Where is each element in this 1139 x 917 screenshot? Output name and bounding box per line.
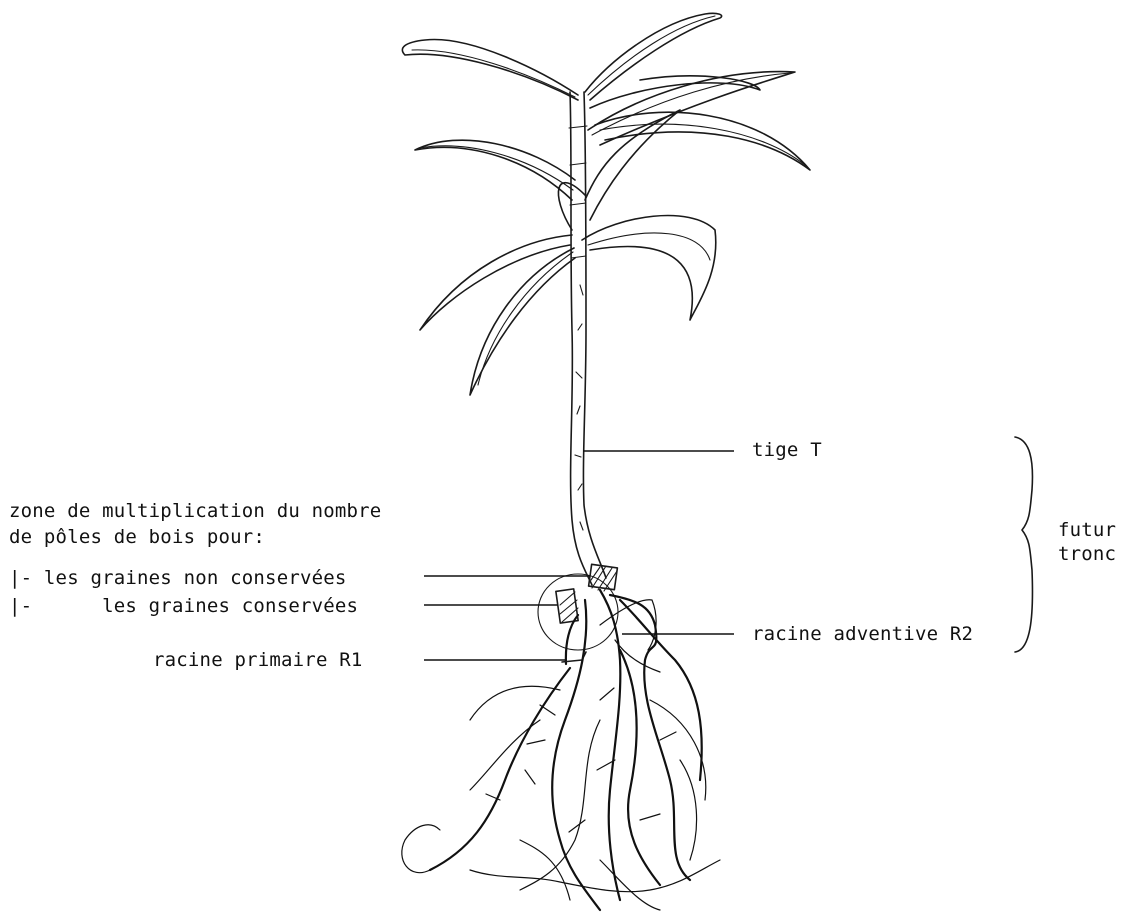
label-futur: futur (1058, 519, 1116, 541)
root-system (402, 590, 720, 910)
leaves (402, 13, 810, 395)
label-tronc: tronc (1058, 543, 1116, 565)
zone-title-line-2: de pôles de bois pour: (9, 526, 265, 548)
leaf-top-right (585, 13, 722, 100)
leaf-top-left (402, 40, 578, 100)
label-racine-primaire: racine primaire R1 (153, 649, 363, 671)
leaf-lower-left-1 (420, 235, 572, 330)
brace-futur-tronc (1015, 437, 1032, 652)
collar-zone (538, 564, 618, 664)
leaf-left-mid (415, 140, 575, 200)
stem-t (569, 92, 606, 585)
label-tige: tige T (752, 439, 822, 461)
label-graines-non-conservees: |- les graines non conservées (9, 567, 347, 589)
zone-title-line-1: zone de multiplication du nombre (9, 500, 381, 522)
leaf-lower-right (582, 216, 716, 320)
label-racine-adventive: racine adventive R2 (752, 623, 973, 645)
label-graines-conservees: |- les graines conservées (9, 595, 358, 617)
leaf-right-descending (585, 110, 680, 220)
leaf-lower-left-2 (470, 248, 575, 395)
